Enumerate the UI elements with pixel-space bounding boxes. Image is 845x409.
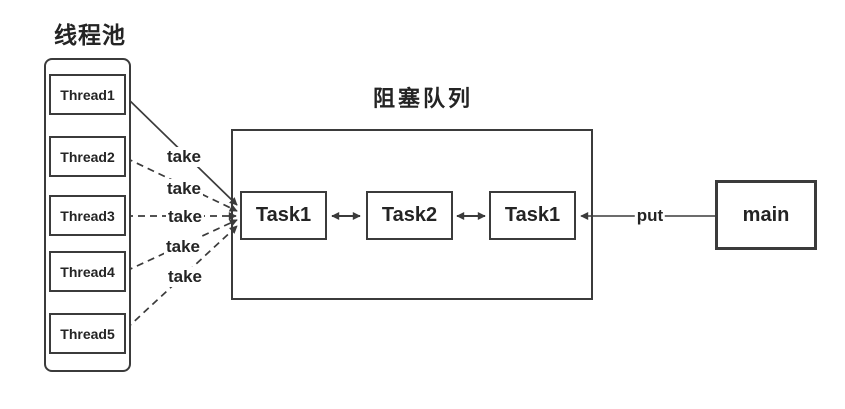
take-label-1: take [164,147,204,167]
thread-box-4: Thread4 [49,251,126,292]
thread-box-2: Thread2 [49,136,126,177]
main-box: main [715,180,817,250]
thread-pool-title: 线程池 [54,22,126,48]
take-label-4: take [163,237,203,257]
thread-box-1: Thread1 [49,74,126,115]
blocking-queue-title: 阻塞队列 [372,86,474,111]
task-box-3: Task1 [489,191,576,240]
thread-box-5: Thread5 [49,313,126,354]
take-label-2: take [164,179,204,199]
take-label-3: take [165,207,205,227]
thread-box-3: Thread3 [49,195,126,236]
task-box-2: Task2 [366,191,453,240]
take-label-5: take [165,267,205,287]
task-box-1: Task1 [240,191,327,240]
put-label: put [634,206,666,226]
